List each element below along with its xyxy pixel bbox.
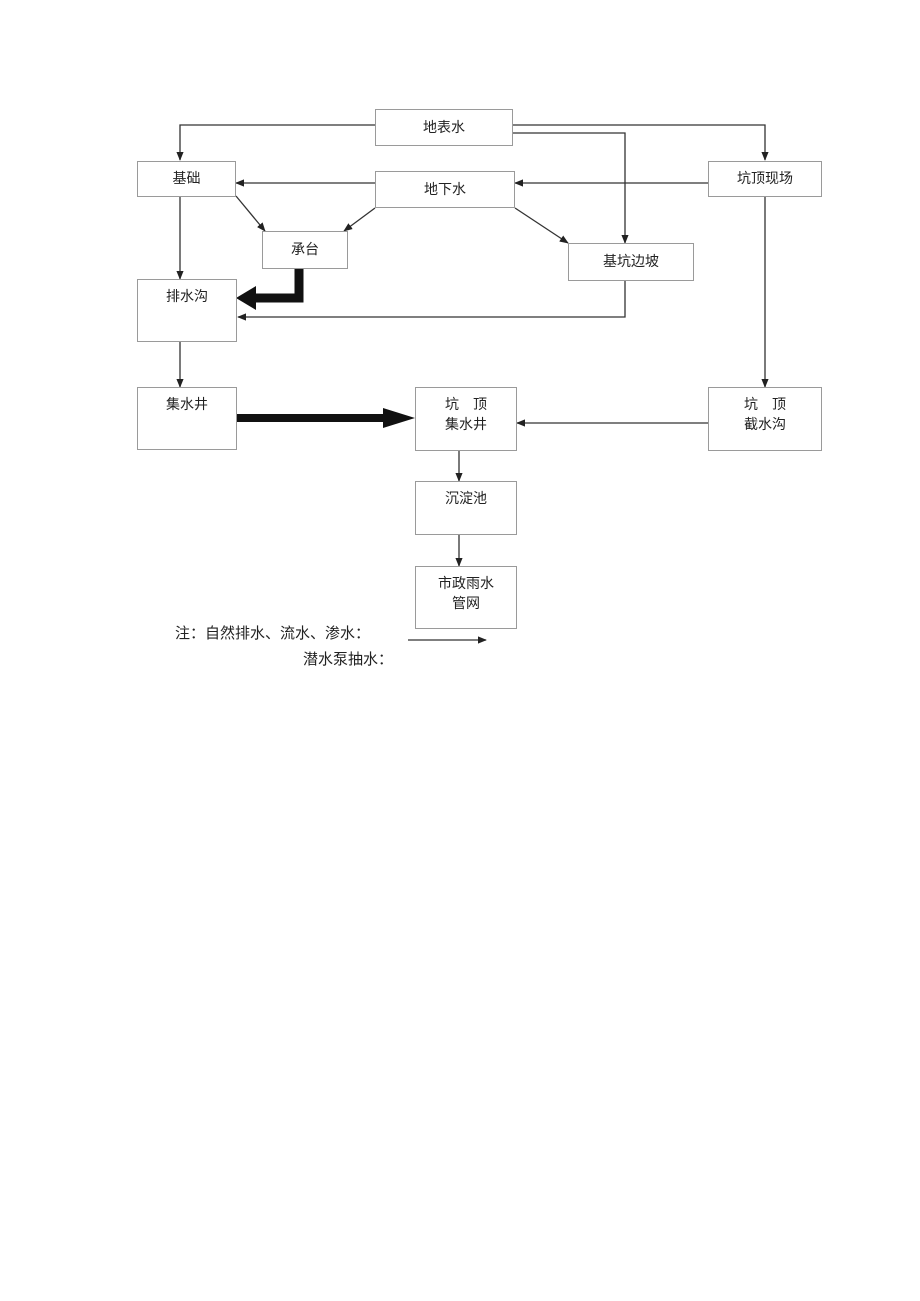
arrow-surface-to-pit-top-site — [513, 124, 769, 161]
arrow-surface-to-foundation — [176, 124, 375, 161]
arrow-surface-to-slope — [513, 132, 629, 244]
node-pit-top-cutoff-ditch: 坑 顶 截水沟 — [708, 387, 822, 451]
node-pit-top-sump-line1: 坑 顶 — [445, 397, 487, 413]
node-pit-top-sump: 坑 顶 集水井 — [415, 387, 517, 451]
node-municipal-storm-sewer: 市政雨水 管网 — [415, 566, 517, 629]
arrow-ground-to-cap — [343, 207, 376, 232]
node-pit-top-site-label: 坑顶现场 — [737, 171, 793, 187]
arrow-slope-to-ditch — [237, 280, 626, 321]
node-municipal-line1: 市政雨水 — [438, 576, 494, 592]
arrow-foundation-to-cap — [235, 195, 266, 232]
node-cutoff-ditch-line1: 坑 顶 — [744, 397, 786, 413]
arrow-ground-to-slope — [514, 207, 569, 244]
node-foundation-label: 基础 — [172, 171, 201, 187]
node-surface-water: 地表水 — [375, 109, 513, 146]
legend-pump-label: 潜水泵抽水： — [303, 650, 394, 668]
pump-arrow-sump-to-pit-sump — [237, 408, 415, 428]
pump-arrow-cap-to-ditch — [236, 269, 304, 310]
node-pit-slope: 基坑边坡 — [568, 243, 694, 281]
node-foundation: 基础 — [137, 161, 236, 197]
node-groundwater-label: 地下水 — [424, 181, 466, 198]
node-sedimentation-tank-label: 沉淀池 — [445, 491, 487, 507]
node-sump: 集水井 — [137, 387, 237, 450]
node-surface-water-label: 地表水 — [423, 119, 465, 136]
node-municipal-line2: 管网 — [452, 596, 480, 612]
node-pile-cap-label: 承台 — [291, 242, 319, 258]
node-sedimentation-tank: 沉淀池 — [415, 481, 517, 535]
node-sump-label: 集水井 — [166, 397, 208, 413]
node-pile-cap: 承台 — [262, 231, 348, 269]
node-pit-top-site: 坑顶现场 — [708, 161, 822, 197]
legend-natural-label: 注：自然排水、流水、渗水： — [175, 624, 371, 642]
node-drain-ditch-label: 排水沟 — [166, 289, 208, 305]
node-drain-ditch: 排水沟 — [137, 279, 237, 342]
node-cutoff-ditch-line2: 截水沟 — [744, 417, 786, 433]
node-pit-slope-label: 基坑边坡 — [603, 254, 659, 270]
node-pit-top-sump-line2: 集水井 — [445, 417, 487, 433]
node-groundwater: 地下水 — [375, 171, 515, 208]
